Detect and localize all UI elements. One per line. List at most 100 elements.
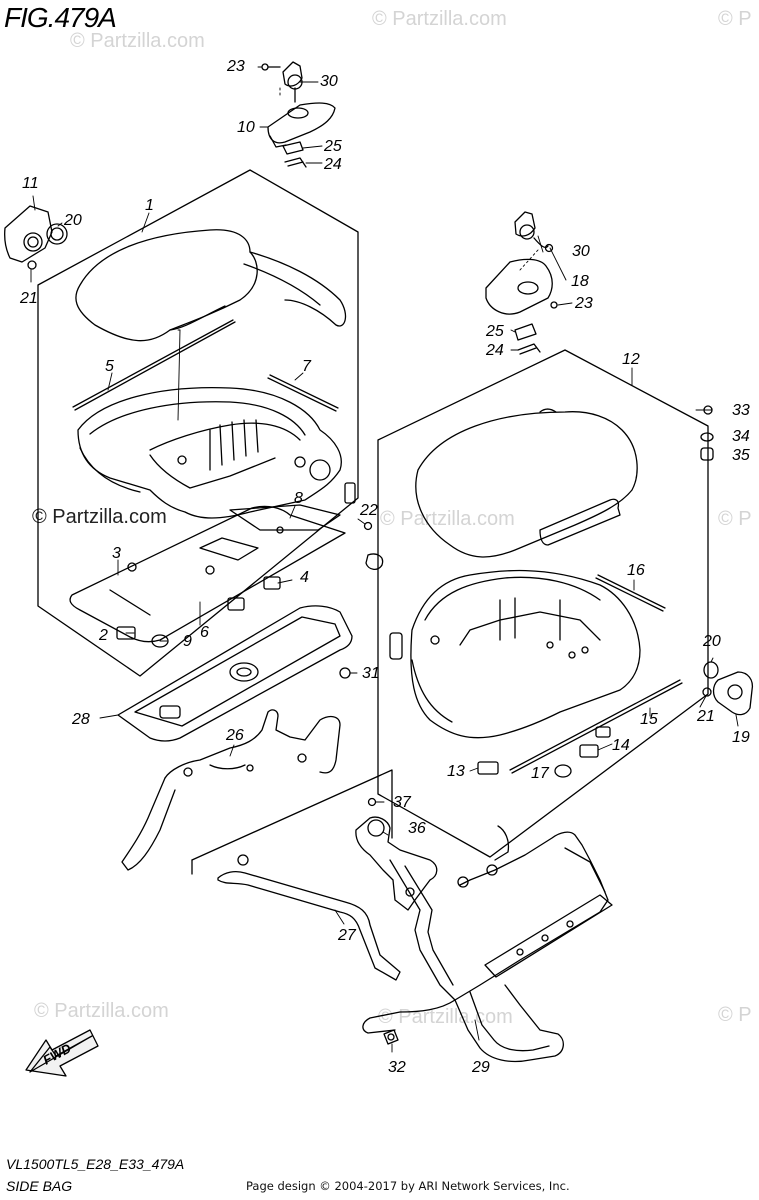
callout-21: 21 [19,290,38,307]
clip-24-top [284,157,307,168]
end-cover-11 [4,205,53,263]
leader-lines [30,66,739,1053]
bracket-36 [355,816,438,911]
callout-37: 37 [393,794,412,811]
watermark: © Partzilla.com [70,30,205,52]
screw-37 [367,797,377,807]
washer-25-right [514,323,537,341]
seal-strip-16 [597,574,666,609]
washer-25-top [282,141,304,155]
seal-strip-7 [269,374,339,409]
footer-copyright: Page design © 2004-2017 by ARI Network S… [246,1179,570,1193]
inner-panel-8 [229,504,341,531]
callout-3: 3 [112,545,121,562]
clip-24-right [517,343,541,355]
callout-30: 30 [320,73,338,90]
fwd-arrow-icon [25,1029,99,1077]
washer-21-right [702,687,712,697]
callout-17: 17 [531,765,550,782]
screw-23-right [550,301,558,309]
watermark: © Partzilla.com [34,1000,169,1022]
watermark: © P [718,1004,752,1026]
callout-25b: 25 [485,323,504,340]
callout-25: 25 [323,138,342,155]
frame-29 [362,825,613,1063]
mounting-plate-28 [117,605,353,742]
callout-12: 12 [622,351,640,368]
callout-15: 15 [640,711,658,728]
clip-2 [116,626,136,640]
clip-14 [579,744,599,758]
right-case-body [410,569,641,739]
lock-cylinder-30 [282,61,303,103]
bolt-32 [383,1029,399,1045]
callout-20: 20 [63,212,82,229]
bolt-31 [339,667,351,679]
lock-cylinder-30-right [514,211,549,249]
bushing-35 [700,447,714,461]
grommet [365,553,384,570]
callout-34: 34 [732,428,750,445]
callout-31: 31 [362,665,380,682]
callout-22: 22 [359,502,378,519]
left-case-body [77,386,342,519]
callout-8: 8 [294,490,303,507]
figure-title: FIG.479A [4,2,117,33]
callout-4: 4 [300,569,309,586]
ring-20-left [46,223,68,245]
callout-18: 18 [571,273,589,290]
callout-33: 33 [732,402,750,419]
seal-strip-5 [74,321,236,411]
callout-32: 32 [388,1059,406,1076]
frame-outline [191,769,393,861]
latch-block [344,482,356,504]
callout-20b: 20 [702,633,721,650]
callout-1: 1 [145,197,154,214]
callout-21b: 21 [696,708,715,725]
washer-21-left [27,260,37,270]
callout-14: 14 [612,737,630,754]
section-name: SIDE BAG [6,1178,73,1194]
callout-5: 5 [105,358,114,375]
left-lid [75,229,347,342]
callout-2: 2 [98,627,108,644]
callout-27: 27 [337,927,357,944]
callout-19: 19 [732,729,750,746]
bracket-26 [121,709,341,871]
callout-23: 23 [226,58,245,75]
clip-13 [477,761,499,775]
watermark: © Partzilla.com [380,508,515,530]
callout-36: 36 [408,820,426,837]
end-cover-19 [712,671,754,716]
watermark: © Partzilla.com [372,8,507,30]
watermark: © P [718,8,752,30]
right-bag-outline [377,349,709,858]
ring-20-right [703,661,719,679]
watermark-dark: © Partzilla.com [32,506,167,528]
stay-27 [217,854,401,981]
callout-13: 13 [447,763,465,780]
seal-strip-15 [509,679,681,771]
screw-22 [363,521,373,531]
callout-30b: 30 [572,243,590,260]
callout-28: 28 [71,711,90,728]
right-lid [415,408,638,558]
callout-numbers: 1 2 3 4 5 6 7 8 9 10 11 12 13 14 15 16 1… [19,58,750,1076]
watermark: © P [718,508,752,530]
grommet-17 [554,764,572,778]
callout-11: 11 [22,175,39,192]
callout-7: 7 [302,358,312,375]
callout-9: 9 [183,633,192,650]
callout-10: 10 [237,119,255,136]
latch-right [389,632,403,660]
callout-24b: 24 [485,342,504,359]
callout-24: 24 [323,156,342,173]
callout-23b: 23 [574,295,593,312]
callout-16: 16 [627,562,645,579]
inner-tray [69,505,346,643]
callout-6: 6 [200,624,209,641]
callout-35: 35 [732,447,750,464]
left-bag-outline [37,169,359,677]
callout-26: 26 [225,727,244,744]
